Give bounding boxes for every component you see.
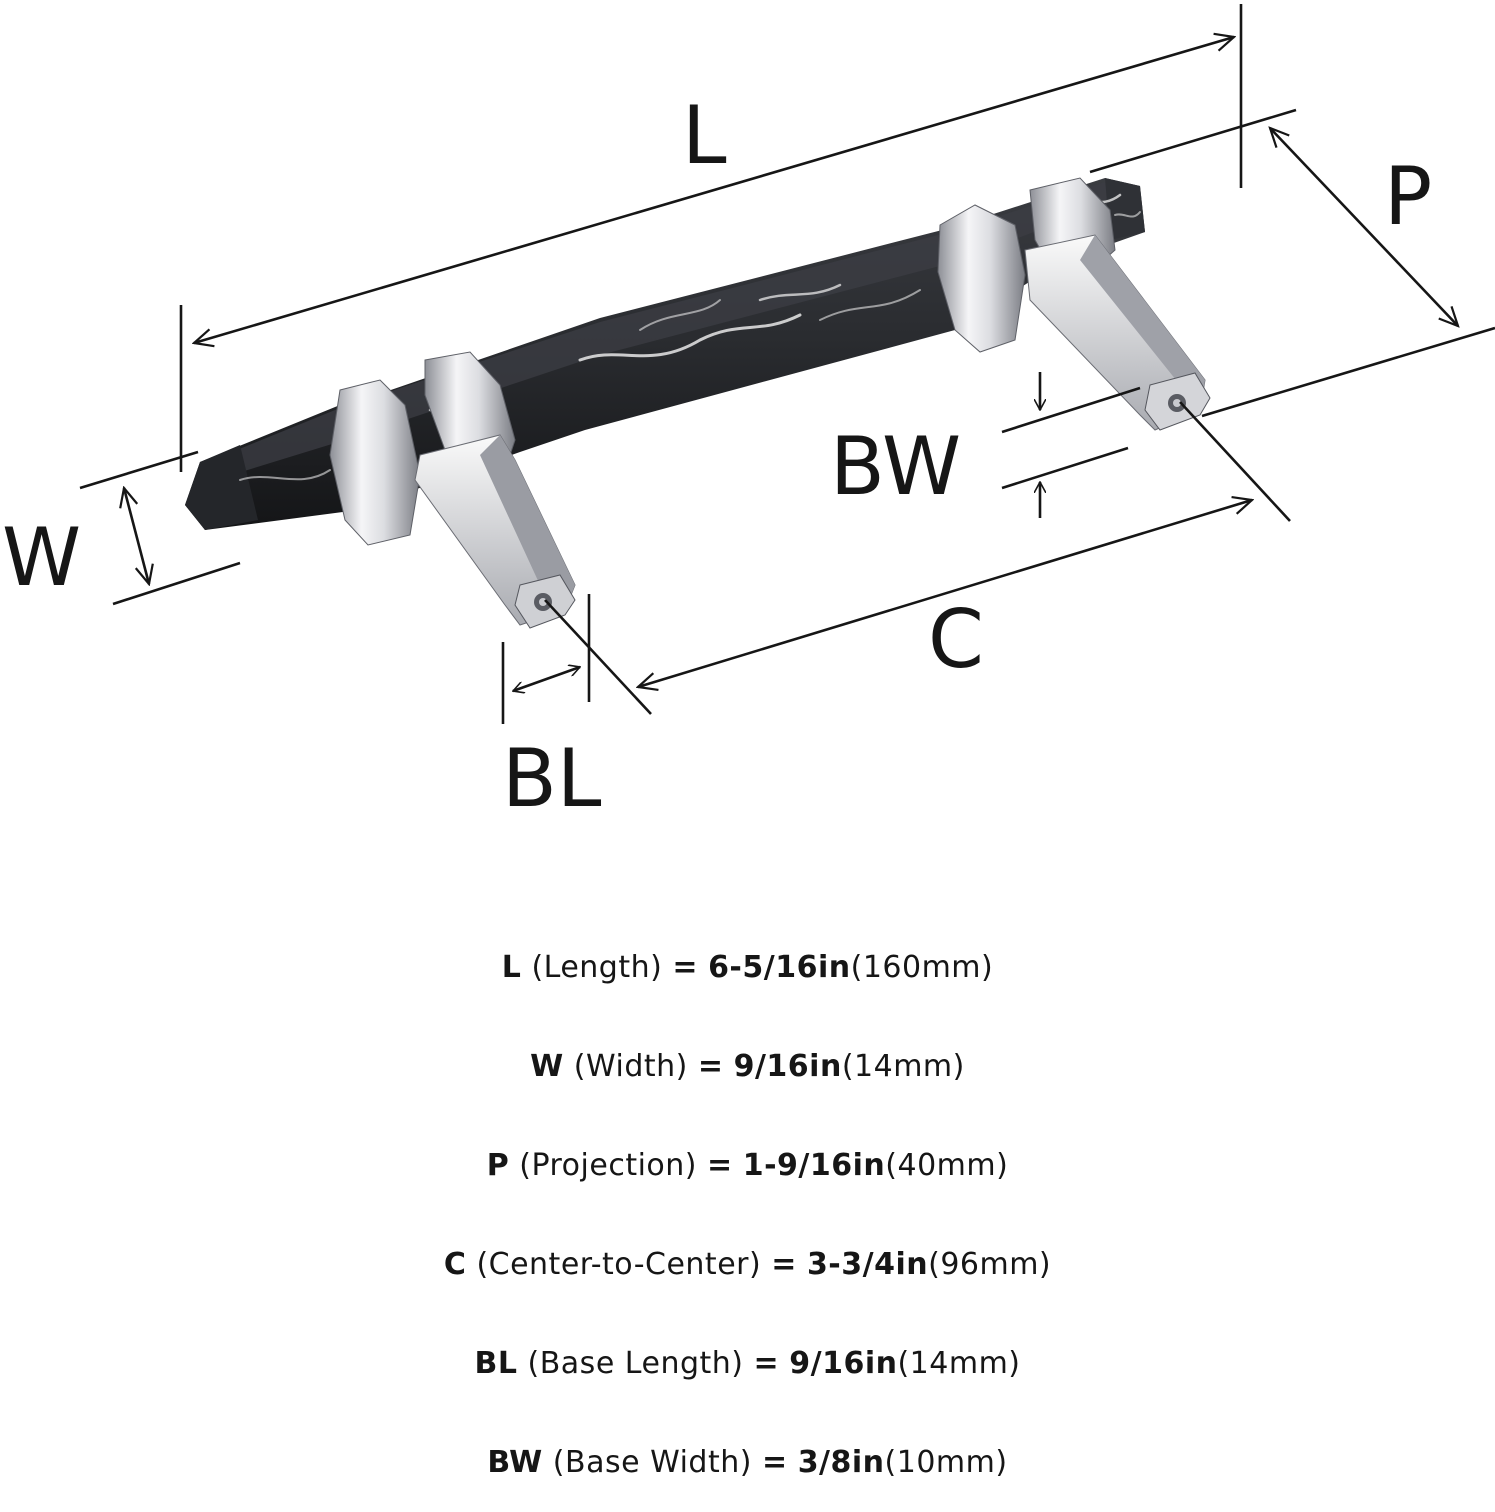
w-ext-bottom [112, 561, 241, 606]
label-w: W [2, 511, 81, 604]
spec-desc: (Projection) [519, 1148, 697, 1183]
spec-width: W (Width) = 9/16in(14mm) [0, 1017, 1495, 1116]
spec-metric: (14mm) [897, 1346, 1021, 1381]
p-ext-top [1089, 108, 1297, 174]
spec-desc: (Length) [531, 950, 663, 985]
label-l: L [682, 89, 727, 182]
right-post [937, 177, 1211, 431]
pull-handle-diagram: L P W BW C BL [2, 4, 1495, 825]
spec-imperial: 1-9/16in [742, 1148, 886, 1183]
bar-end-left [185, 445, 258, 530]
spec-desc: (Center-to-Center) [476, 1247, 762, 1282]
spec-eq: = [762, 1445, 788, 1480]
spec-metric: (10mm) [884, 1445, 1008, 1480]
label-bl: BL [502, 732, 602, 825]
spec-imperial: 9/16in [789, 1346, 898, 1381]
c-dimension-arrow [638, 500, 1252, 687]
p-ext-bottom [1201, 326, 1495, 418]
spec-imperial: 3/8in [797, 1445, 885, 1480]
spec-metric: (40mm) [885, 1148, 1009, 1183]
spec-imperial: 3-3/4in [806, 1247, 929, 1282]
bw-ext-bottom [1001, 446, 1129, 490]
spec-center-to-center: C (Center-to-Center) = 3-3/4in(96mm) [0, 1215, 1495, 1314]
spec-key: BW [487, 1445, 543, 1480]
spec-desc: (Base Length) [527, 1346, 744, 1381]
l-dimension-arrow [194, 37, 1234, 343]
spec-base-length: BL (Base Length) = 9/16in(14mm) [0, 1314, 1495, 1413]
label-bw: BW [830, 420, 961, 513]
spec-metric: (160mm) [850, 950, 994, 985]
spec-key: L [501, 950, 522, 985]
w-dimension-arrow [124, 488, 149, 584]
spec-metric: (96mm) [928, 1247, 1052, 1282]
spec-key: BL [474, 1346, 518, 1381]
label-c: C [928, 593, 984, 686]
spec-eq: = [707, 1148, 733, 1183]
spec-base-width: BW (Base Width) = 3/8in(10mm) [0, 1413, 1495, 1512]
dimension-lines [79, 4, 1495, 724]
spec-eq: = [753, 1346, 780, 1381]
c-center-line-right [1179, 401, 1291, 522]
spec-metric: (14mm) [841, 1049, 965, 1084]
spec-imperial: 6-5/16in [708, 950, 851, 985]
spec-eq: = [771, 1247, 797, 1282]
spec-desc: (Base Width) [552, 1445, 752, 1480]
left-collar [329, 379, 421, 546]
dimension-specs-list: L (Length) = 6-5/16in(160mm) W (Width) =… [0, 918, 1495, 1512]
spec-key: C [443, 1247, 467, 1282]
spec-length: L (Length) = 6-5/16in(160mm) [0, 918, 1495, 1017]
spec-imperial: 9/16in [733, 1049, 842, 1084]
bw-ext-top [1001, 386, 1141, 434]
spec-desc: (Width) [573, 1049, 688, 1084]
label-p: P [1384, 150, 1432, 243]
spec-eq: = [672, 950, 699, 985]
c-center-line-left [544, 599, 652, 715]
spec-eq: = [697, 1049, 724, 1084]
left-post-side [480, 435, 575, 610]
spec-projection: P (Projection) = 1-9/16in(40mm) [0, 1116, 1495, 1215]
bl-dimension-arrow [513, 667, 580, 691]
w-ext-top [79, 450, 199, 490]
spec-key: P [486, 1148, 510, 1183]
spec-key: W [530, 1049, 564, 1084]
p-dimension-arrow [1270, 128, 1458, 326]
